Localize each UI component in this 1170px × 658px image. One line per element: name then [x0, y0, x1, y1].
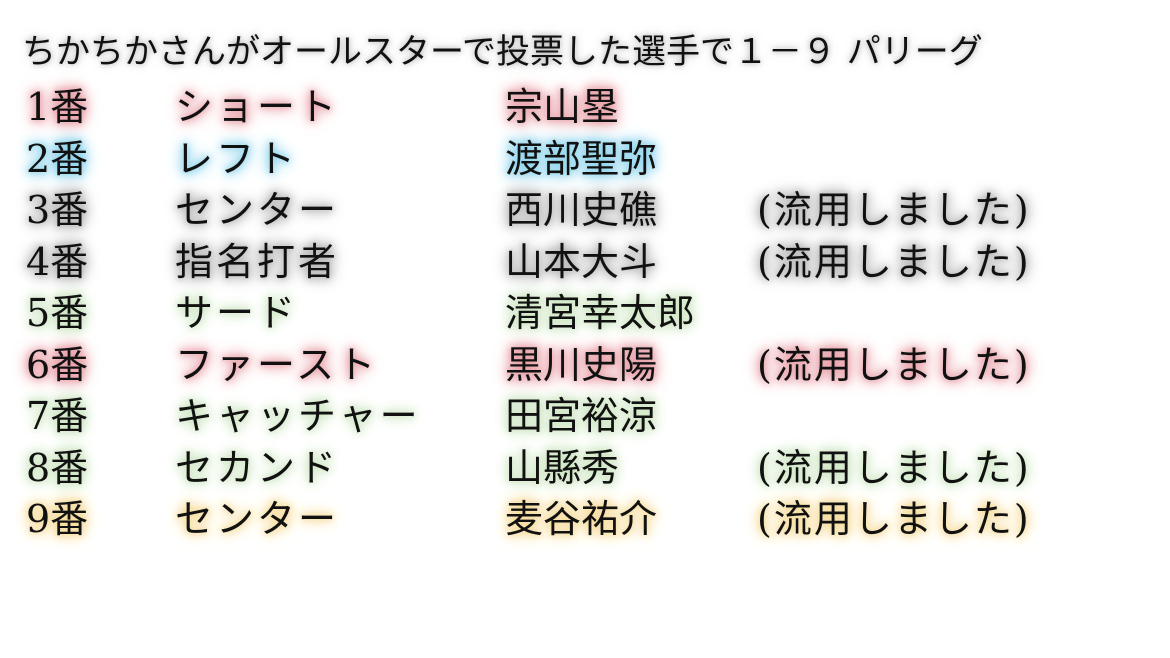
batting-order: 5番 — [26, 291, 89, 335]
reuse-note: (流用しました) — [757, 239, 1031, 284]
fielding-position: ショート — [175, 85, 340, 129]
fielding-position: ファースト — [175, 342, 379, 387]
fielding-position: キャッチャー — [175, 394, 421, 438]
fielding-position: 指名打者 — [175, 239, 340, 284]
player-name: 宗山塁 — [505, 85, 620, 129]
player-name: 山縣秀 — [505, 445, 620, 490]
batting-order: 4番 — [26, 239, 89, 284]
reuse-note: (流用しました) — [757, 497, 1031, 541]
reuse-note: (流用しました) — [757, 445, 1031, 490]
lineup-row: 1番 ショート 宗山塁 — [0, 82, 1170, 134]
lineup-row: 8番 セカンド 山縣秀 (流用しました) — [0, 443, 1170, 495]
fielding-position: サード — [175, 291, 299, 335]
batting-order: 2番 — [26, 136, 89, 181]
lineup-row: 7番 キャッチャー 田宮裕涼 — [0, 391, 1170, 443]
reuse-note: (流用しました) — [757, 342, 1031, 387]
fielding-position: センター — [175, 188, 340, 232]
page-title: ちかちかさんがオールスターで投票した選手で１－９ パリーグ — [22, 32, 983, 72]
batting-order: 7番 — [26, 394, 89, 438]
batting-order: 9番 — [26, 497, 89, 541]
batting-order: 6番 — [26, 342, 89, 387]
fielding-position: レフト — [175, 136, 299, 181]
lineup-row: 6番 ファースト 黒川史陽 (流用しました) — [0, 340, 1170, 392]
batting-order: 8番 — [26, 445, 89, 490]
batting-order: 1番 — [26, 85, 89, 129]
reuse-note: (流用しました) — [757, 188, 1031, 232]
lineup-row: 2番 レフト 渡部聖弥 — [0, 134, 1170, 186]
player-name: 西川史礁 — [505, 188, 658, 232]
player-name: 黒川史陽 — [505, 342, 658, 387]
player-name: 田宮裕涼 — [505, 394, 658, 438]
fielding-position: センター — [175, 497, 340, 541]
player-name: 清宮幸太郎 — [505, 291, 696, 335]
player-name: 麦谷祐介 — [505, 497, 658, 541]
batting-order: 3番 — [26, 188, 89, 232]
lineup-row: 9番 センター 麦谷祐介 (流用しました) — [0, 494, 1170, 546]
lineup-row: 4番 指名打者 山本大斗 (流用しました) — [0, 237, 1170, 289]
player-name: 山本大斗 — [505, 239, 658, 284]
fielding-position: セカンド — [175, 445, 340, 490]
lineup-row: 3番 センター 西川史礁 (流用しました) — [0, 185, 1170, 237]
lineup-row: 5番 サード 清宮幸太郎 — [0, 288, 1170, 340]
batting-lineup: 1番 ショート 宗山塁 2番 レフト 渡部聖弥 3番 センター 西川史礁 (流用… — [0, 82, 1170, 546]
player-name: 渡部聖弥 — [505, 136, 658, 181]
